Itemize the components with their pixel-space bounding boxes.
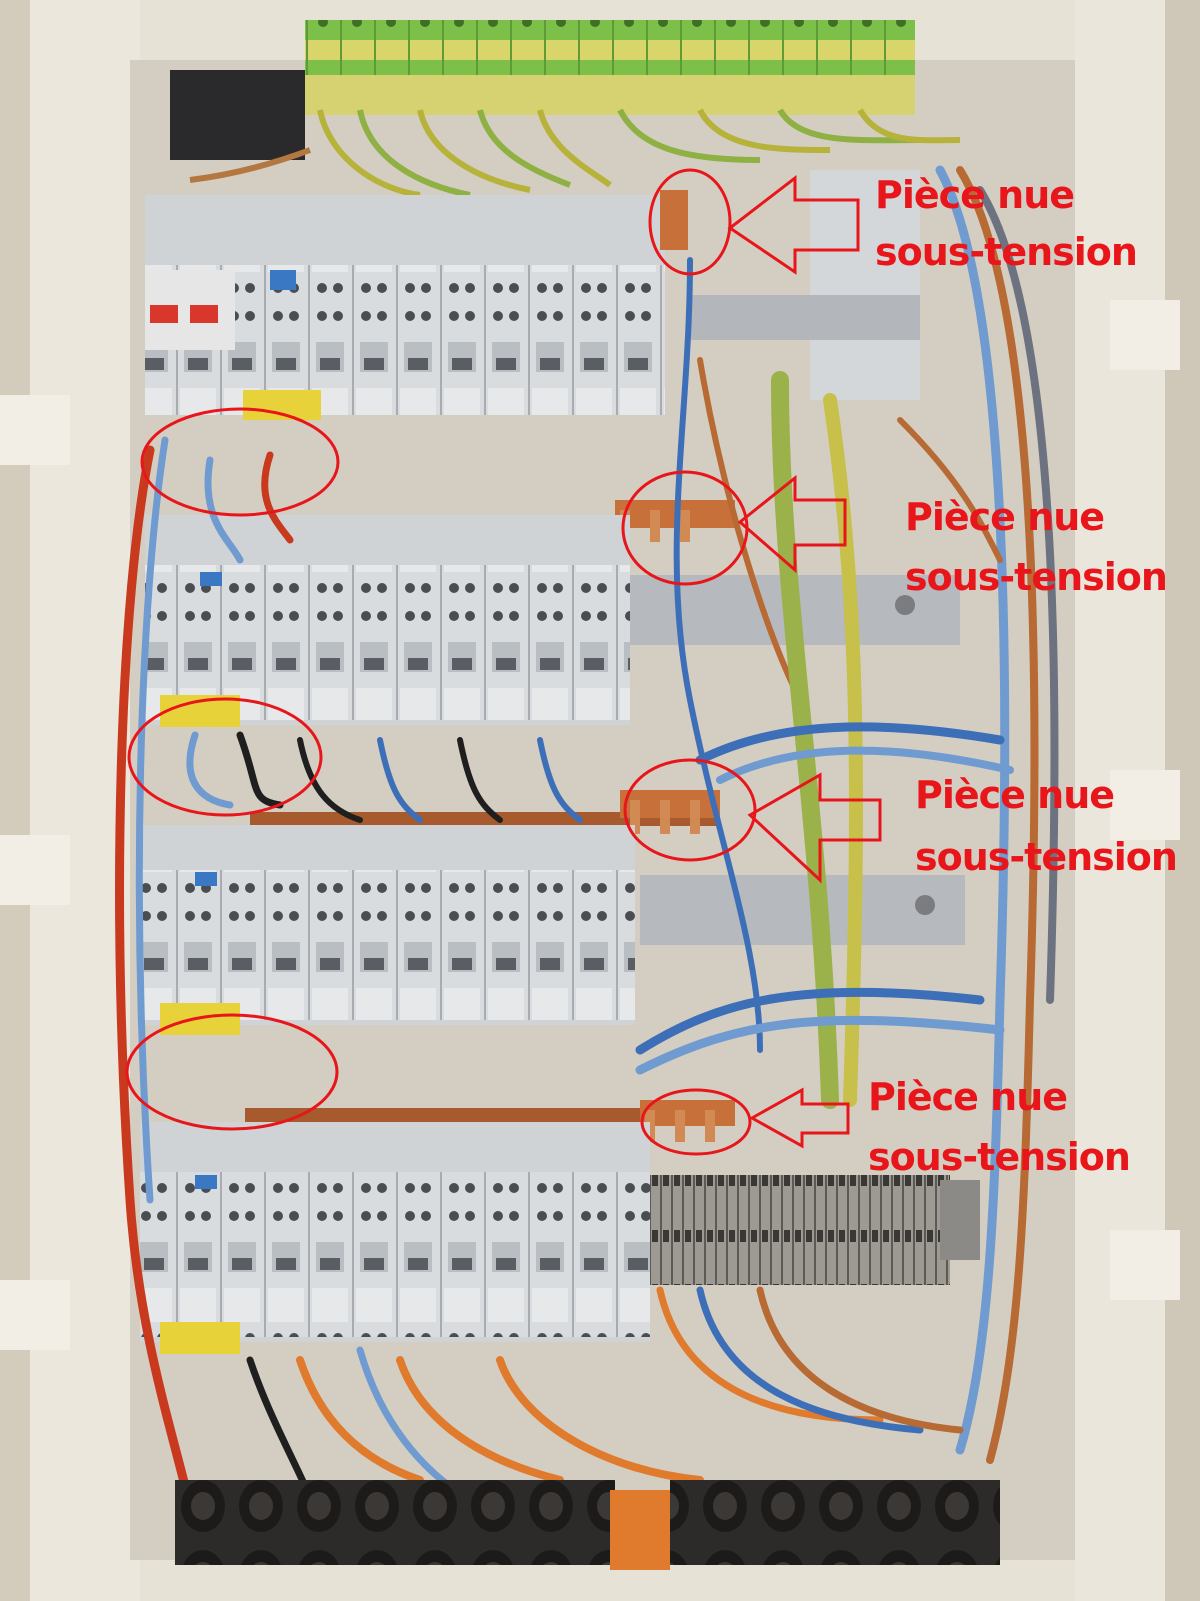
breaker-row-2 (145, 500, 960, 727)
callout-4: Pièce nue sous-tension (868, 1075, 1131, 1179)
cable-glands (175, 1480, 1000, 1570)
annotation-circle-cables-1 (140, 407, 340, 517)
annotation-circle-cables-2 (127, 697, 323, 817)
annotation-arrow-1 (727, 174, 860, 275)
callout-1-line2: sous-tension (875, 230, 1137, 274)
annotation-circle-busbar-4 (640, 1088, 752, 1156)
annotation-circles (125, 168, 757, 1156)
breaker-row-3 (140, 790, 965, 1035)
callout-4-line2: sous-tension (868, 1135, 1130, 1179)
annotation-circle-busbar-1 (648, 168, 732, 276)
breaker-row-1 (145, 170, 920, 420)
callout-2-line1: Pièce nue (905, 495, 1104, 539)
breaker-row-4 (140, 1100, 980, 1354)
annotation-circle-cables-3 (125, 1013, 339, 1131)
callout-3-line1: Pièce nue (915, 773, 1114, 817)
callout-3-line2: sous-tension (915, 835, 1177, 879)
annotation-circle-busbar-3 (623, 758, 757, 862)
earth-wires-top (189, 108, 961, 198)
callout-1-line1: Pièce nue (875, 173, 1074, 217)
annotation-arrows (727, 174, 882, 1149)
annotation-arrow-4 (748, 1087, 850, 1149)
annotation-arrow-3 (747, 772, 882, 884)
callout-2-line2: sous-tension (905, 555, 1167, 599)
callout-4-line1: Pièce nue (868, 1075, 1067, 1119)
callout-1: Pièce nue sous-tension (875, 173, 1138, 274)
earth-terminal-block (170, 20, 915, 160)
annotation-arrow-2 (737, 474, 847, 574)
callout-2: Pièce nue sous-tension (905, 495, 1168, 599)
callout-3: Pièce nue sous-tension (915, 773, 1178, 879)
wiring-bundle (115, 165, 1059, 1555)
